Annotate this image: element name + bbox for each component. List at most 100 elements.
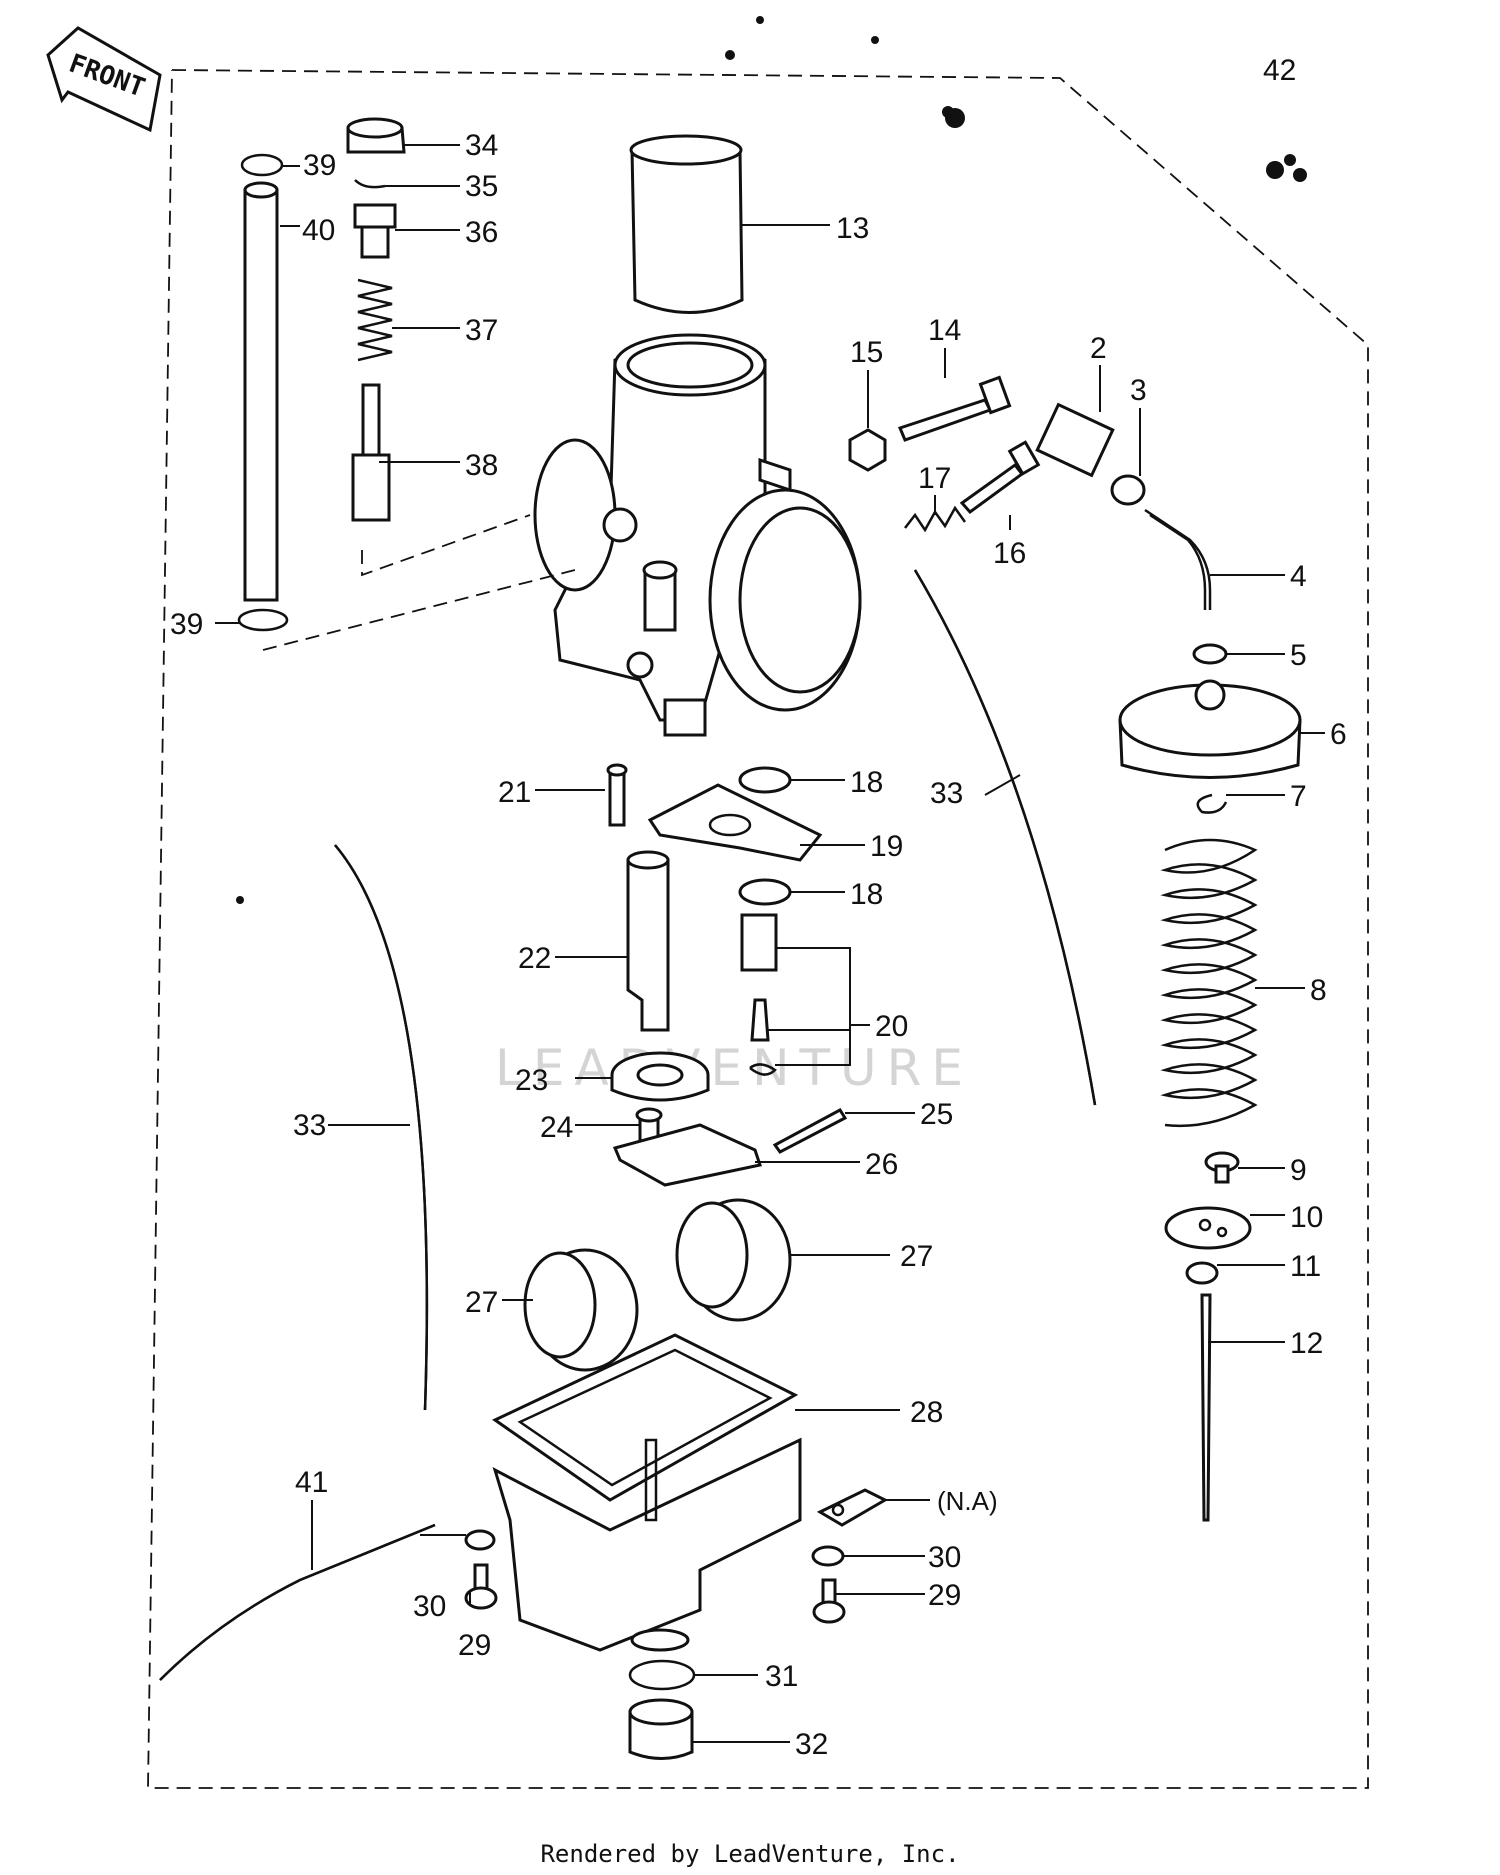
float-bowl <box>492 1437 802 1652</box>
part-31-o-ring <box>628 1659 696 1691</box>
watermark: LEADVENTURE <box>495 1039 973 1097</box>
part-30-washer-left <box>464 1529 496 1551</box>
label-31: 31 <box>765 1660 798 1693</box>
part-25-pin <box>772 1108 848 1154</box>
part-21-jet <box>606 763 628 827</box>
part-23-float-seal <box>610 1051 710 1102</box>
label-39-top: 39 <box>303 149 336 182</box>
part-2-adjuster <box>1035 402 1115 478</box>
part-36-fitting <box>353 203 397 259</box>
part-13-sleeve <box>629 134 744 314</box>
label-29-right: 29 <box>928 1579 961 1612</box>
label-21: 21 <box>498 776 531 809</box>
part-33-hose-right <box>913 569 1097 1106</box>
label-25: 25 <box>920 1098 953 1131</box>
part-26-float-arm <box>612 1123 762 1187</box>
part-27-float-left <box>523 1248 639 1372</box>
part-10-plate <box>1164 1206 1252 1250</box>
label-24: 24 <box>540 1111 573 1144</box>
label-36: 36 <box>465 216 498 249</box>
label-8: 8 <box>1310 974 1327 1007</box>
part-39-ring-top <box>240 153 284 177</box>
part-14-screw <box>897 375 1012 442</box>
label-33-left: 33 <box>293 1109 326 1142</box>
label-18-bottom: 18 <box>850 878 883 911</box>
part-41-hose-inner <box>159 1523 436 1681</box>
label-20: 20 <box>875 1010 908 1043</box>
part-16-screw <box>959 440 1041 515</box>
part-34-cap <box>346 117 406 154</box>
label-na: (N.A) <box>937 1486 998 1516</box>
part-18-gasket-bottom <box>738 878 792 906</box>
label-23: 23 <box>515 1064 548 1097</box>
label-9: 9 <box>1290 1154 1307 1187</box>
label-29-left: 29 <box>458 1629 491 1662</box>
part-6-top-cap <box>1118 679 1302 779</box>
part-28-gasket <box>492 1333 799 1502</box>
label-11: 11 <box>1290 1250 1321 1283</box>
part-38-plunger <box>351 383 391 522</box>
part-12-needle <box>1200 1293 1212 1522</box>
part-27-float-right <box>675 1198 792 1322</box>
label-33-right: 33 <box>930 777 963 810</box>
label-30-left: 30 <box>413 1590 446 1623</box>
label-38: 38 <box>465 449 498 482</box>
carburetor-body <box>533 333 862 737</box>
part-35-clip <box>354 179 386 189</box>
part-11-washer <box>1185 1261 1219 1285</box>
label-35: 35 <box>465 170 498 203</box>
part-9-screw <box>1204 1151 1240 1184</box>
part-29-screw-right <box>812 1578 846 1624</box>
label-4: 4 <box>1290 560 1307 593</box>
label-2: 2 <box>1090 332 1107 365</box>
label-3: 3 <box>1130 374 1147 407</box>
label-39-bottom: 39 <box>170 608 203 641</box>
label-13: 13 <box>836 212 869 245</box>
label-10: 10 <box>1290 1201 1323 1234</box>
part-33-hose-left-inner <box>334 844 429 1411</box>
label-26: 26 <box>865 1148 898 1181</box>
label-22: 22 <box>518 942 551 975</box>
part-32-plug <box>628 1698 694 1760</box>
label-27-left: 27 <box>465 1286 498 1319</box>
label-41: 41 <box>295 1466 328 1499</box>
label-27-right: 27 <box>900 1240 933 1273</box>
label-18-top: 18 <box>850 766 883 799</box>
scan-specks <box>236 16 1307 904</box>
part-41-hose <box>159 1523 436 1681</box>
label-28: 28 <box>910 1396 943 1429</box>
label-40: 40 <box>302 214 335 247</box>
part-20-needle-valve <box>740 913 778 1076</box>
label-16: 16 <box>993 537 1026 570</box>
label-34: 34 <box>465 129 498 162</box>
front-arrow-icon: FRONT <box>46 26 162 133</box>
label-42: 42 <box>1263 54 1296 87</box>
label-17: 17 <box>918 462 951 495</box>
part-na-bracket <box>816 1488 889 1527</box>
part-3-ring <box>1110 474 1146 506</box>
part-15-nut <box>848 428 887 472</box>
label-7: 7 <box>1290 780 1307 813</box>
part-18-gasket-top <box>738 766 792 794</box>
part-39-ring-bottom <box>237 608 289 632</box>
part-5-washer <box>1192 643 1228 665</box>
part-37-spring <box>357 278 393 362</box>
label-5: 5 <box>1290 639 1307 672</box>
label-19: 19 <box>870 830 903 863</box>
part-8-main-spring <box>1160 838 1258 1128</box>
part-22-tube <box>626 850 670 1032</box>
label-37: 37 <box>465 314 498 347</box>
leader-lines <box>215 144 1325 1743</box>
part-29-screw-left <box>464 1563 498 1610</box>
part-30-washer-right <box>811 1545 845 1567</box>
part-40-tube <box>243 181 279 602</box>
label-14: 14 <box>928 314 961 347</box>
label-32: 32 <box>795 1728 828 1761</box>
footer-credit: Rendered by LeadVenture, Inc. <box>540 1840 960 1868</box>
part-33-hose-right-inner <box>913 569 1097 1106</box>
part-4-elbow <box>1144 508 1212 610</box>
part-19-plate <box>647 783 823 862</box>
label-15: 15 <box>850 336 883 369</box>
label-30-right: 30 <box>928 1541 961 1574</box>
